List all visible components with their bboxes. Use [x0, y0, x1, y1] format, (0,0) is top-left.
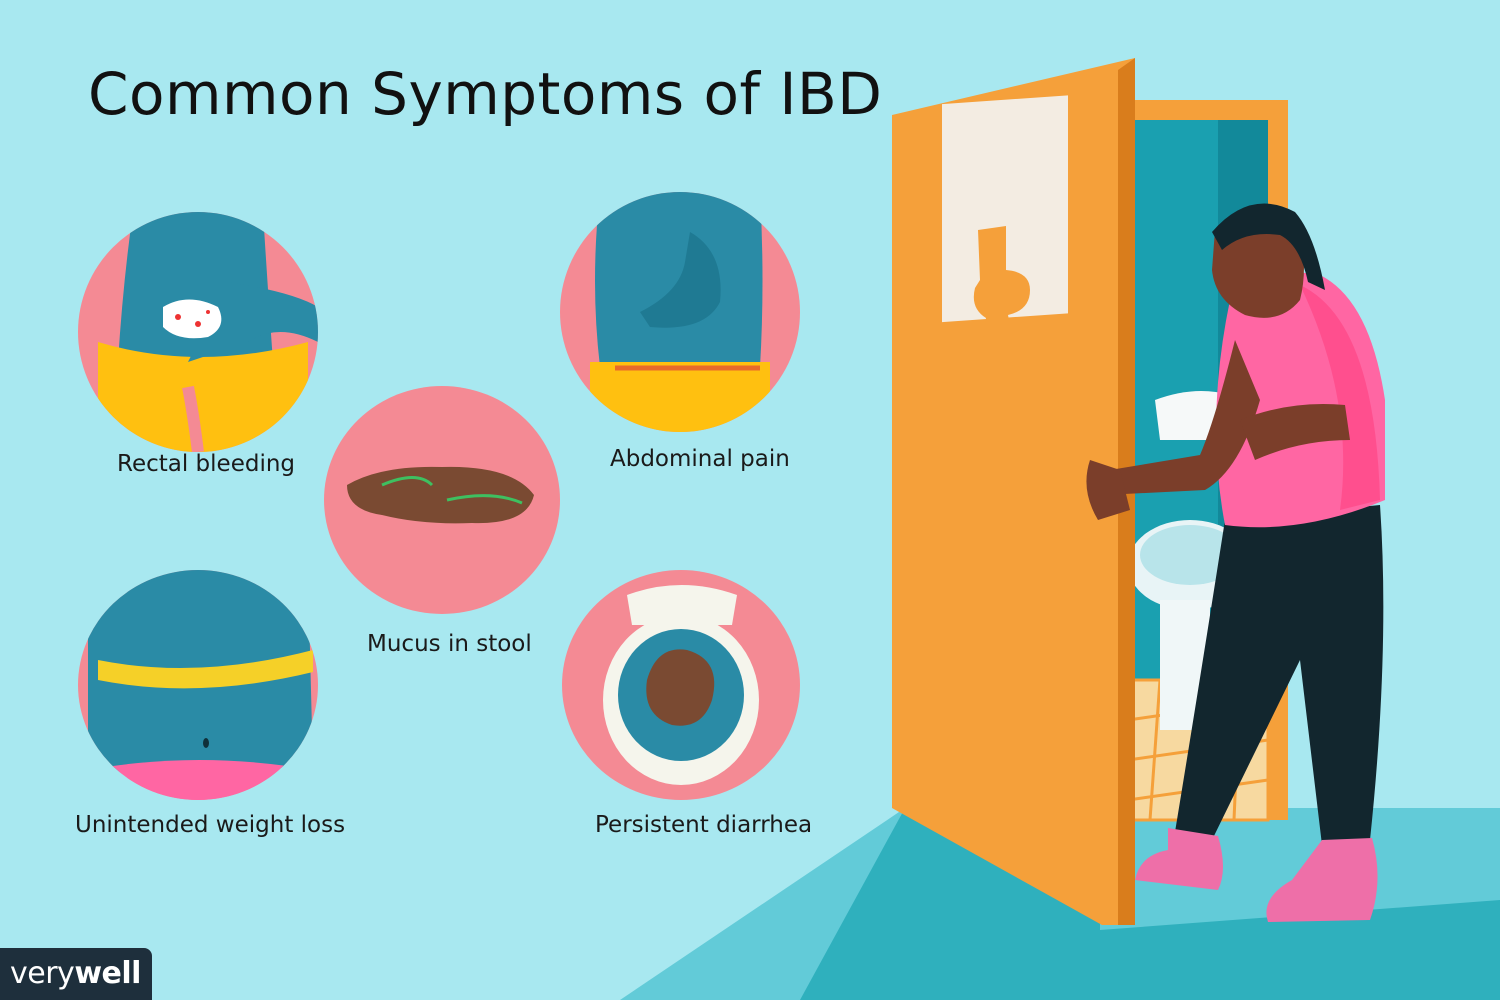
left-shoe	[1135, 828, 1223, 890]
man-hair	[1212, 203, 1325, 290]
right-shoe	[1266, 838, 1378, 922]
logo-text: very	[10, 956, 75, 991]
symptom-label: Abdominal pain	[610, 446, 790, 472]
rectal-bleeding-illustration	[78, 212, 318, 452]
symptom-label: Mucus in stool	[367, 631, 532, 657]
measuring-tape-illustration	[78, 570, 318, 800]
man-arm-door	[1105, 340, 1260, 495]
floor-shadow	[800, 808, 1500, 1000]
symptom-label: Persistent diarrhea	[595, 812, 813, 838]
man-hand-door	[1086, 460, 1130, 520]
man-arm-belly	[1240, 404, 1350, 460]
toilet-bowl-illustration	[562, 570, 800, 800]
door-sign	[942, 95, 1068, 323]
verywell-logo: verywell	[0, 948, 152, 1000]
symptom-label: Rectal bleeding	[117, 451, 296, 477]
logo-text: well	[74, 956, 141, 991]
toilet-sign-icon	[973, 226, 1030, 348]
mucus-stool-illustration	[324, 386, 560, 614]
symptom-label: Unintended weight loss	[75, 812, 346, 838]
page-title: Common Symptoms of IBD	[88, 60, 883, 128]
abdominal-pain-illustration	[560, 192, 800, 432]
man-legs	[1175, 505, 1384, 845]
